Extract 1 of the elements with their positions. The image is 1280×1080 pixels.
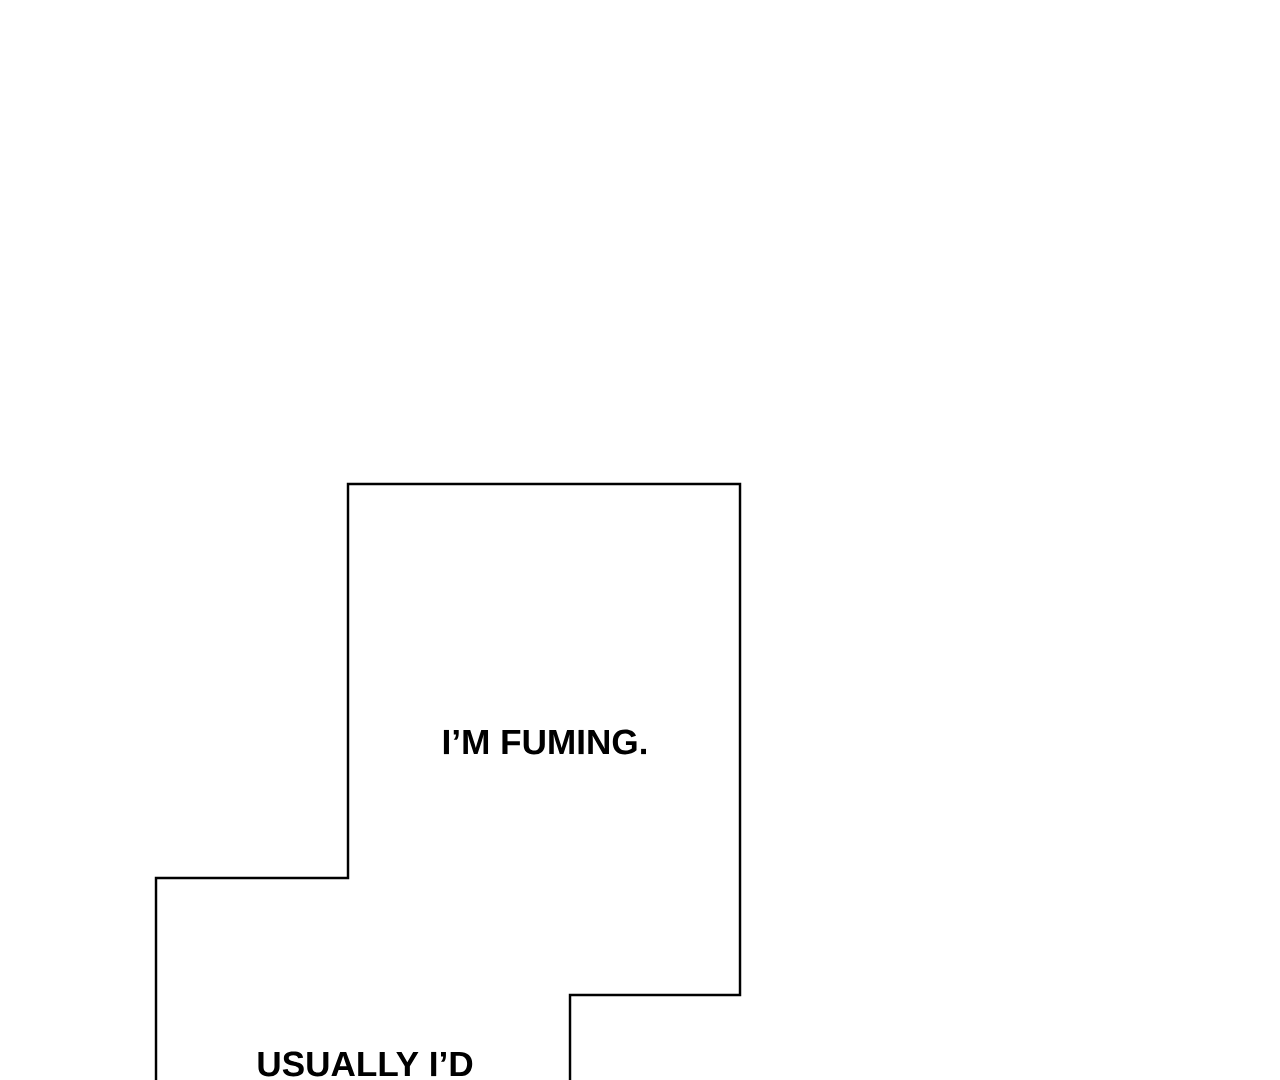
caption-box: I’M FUMING. USUALLY I’D [154, 482, 742, 1080]
